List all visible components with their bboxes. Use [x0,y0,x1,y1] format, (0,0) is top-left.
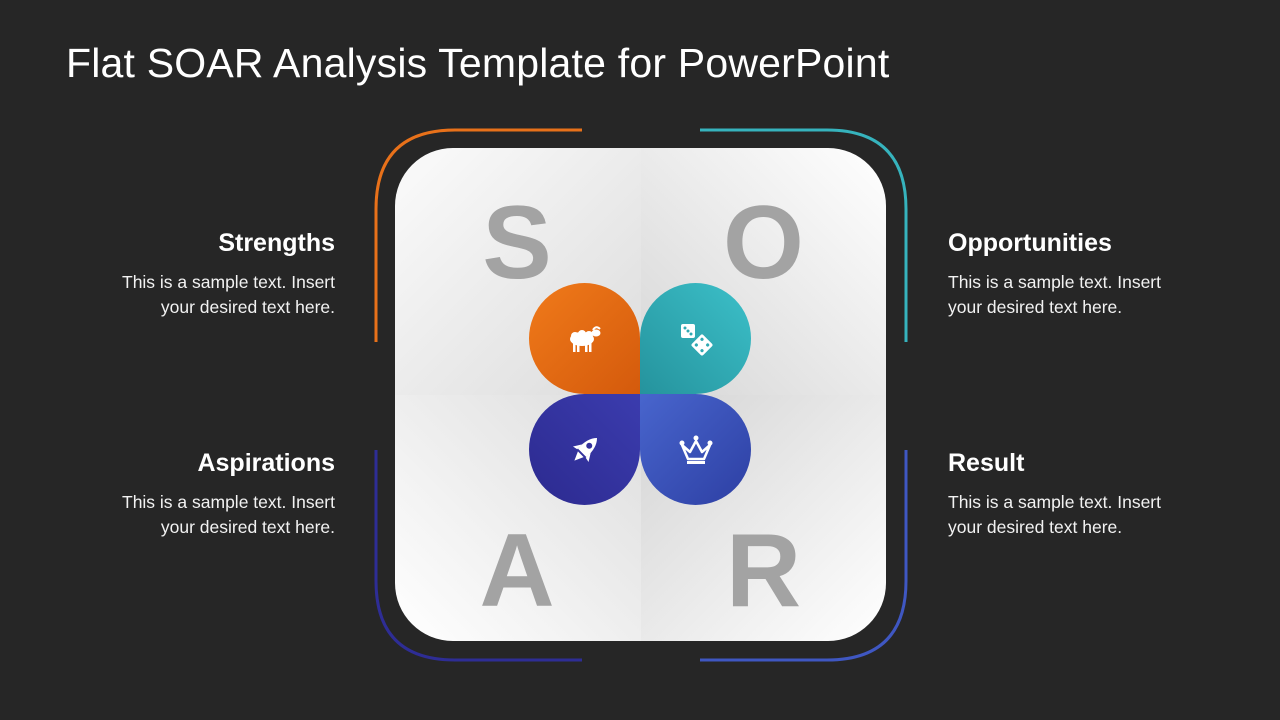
rocket-icon [572,437,597,462]
dice-icon [680,323,712,355]
strengths-heading: Strengths [218,229,335,257]
opportunities-text: This is a sample text. Insert your desir… [948,272,1161,317]
sheep-icon [569,325,601,352]
strengths-text: This is a sample text. Insert your desir… [122,272,335,317]
letter-o: O [723,185,804,301]
aspirations-heading: Aspirations [197,449,335,477]
crown-icon [679,435,712,464]
result-bracket [700,450,908,662]
opportunities-label: Opportunities This is a sample text. Ins… [948,229,1188,320]
aspirations-label: Aspirations This is a sample text. Inser… [95,449,335,540]
opportunities-bracket [700,128,908,342]
aspirations-text: This is a sample text. Insert your desir… [122,492,335,537]
letter-a: A [479,512,555,629]
result-text: This is a sample text. Insert your desir… [948,492,1161,537]
aspirations-petal [529,394,640,505]
slide-title: Flat SOAR Analysis Template for PowerPoi… [66,40,890,86]
result-heading: Result [948,449,1025,477]
strengths-petal [529,283,640,394]
opportunities-petal [640,283,751,394]
letter-s: S [482,185,552,301]
letter-r: R [725,512,802,629]
result-label: Result This is a sample text. Insert you… [948,449,1188,540]
result-petal [640,394,751,505]
strengths-label: Strengths This is a sample text. Insert … [95,229,335,320]
opportunities-heading: Opportunities [948,229,1112,257]
